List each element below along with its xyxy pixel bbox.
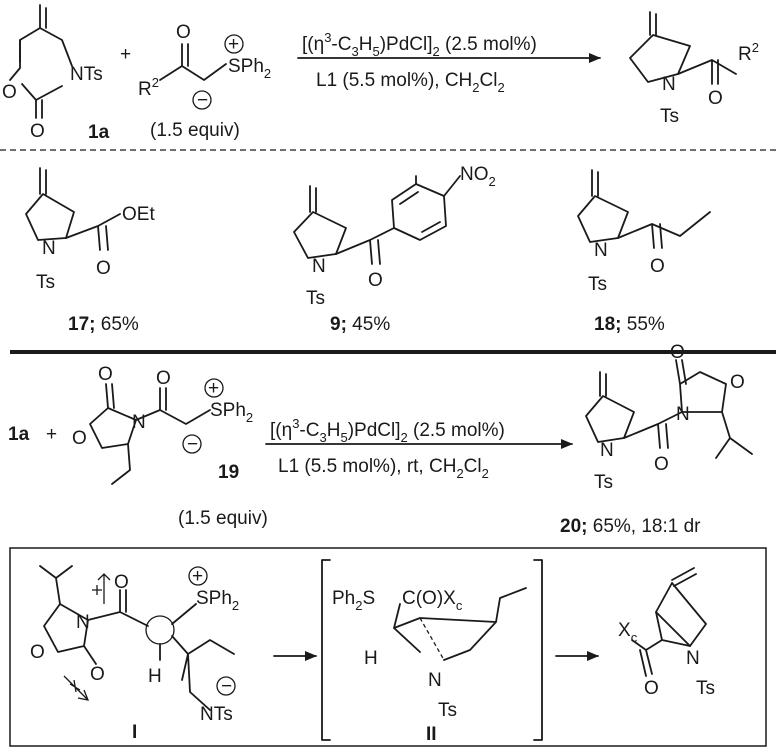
svg-text:O: O [98,364,113,385]
ylide-equiv: (1.5 equiv) [150,120,240,141]
svg-text:O: O [72,428,87,449]
svg-text:H: H [148,666,162,687]
svg-text:Ts: Ts [438,700,457,721]
svg-text:O: O [654,454,669,475]
svg-text:O: O [708,88,723,109]
plus-sign-2: + [46,424,57,445]
intermediate-II: Ph2S C(O)Xc H N Ts II [321,559,543,745]
svg-text:O: O [90,664,105,685]
atom-o-carbonyl: O [30,121,45,142]
svg-text:[(η3-C3H5)PdCl]2 (2.5 mol%): [(η3-C3H5)PdCl]2 (2.5 mol%) [270,416,505,445]
svg-text:N: N [76,612,90,633]
svg-text:H: H [364,648,378,669]
svg-text:Ts: Ts [696,678,715,699]
svg-text:−: − [197,90,208,111]
svg-text:Ph2S: Ph2S [332,588,375,613]
svg-text:O: O [176,22,191,43]
svg-text:N: N [594,240,608,261]
product-17: N Ts OEt O 17; 65% [25,167,155,335]
svg-text:O: O [30,642,45,663]
svg-text:O: O [670,342,685,363]
svg-text:17; 65%: 17; 65% [68,314,139,335]
svg-text:N: N [312,256,326,277]
svg-text:O: O [156,368,171,389]
svg-text:N: N [428,670,442,691]
svg-text:18; 55%: 18; 55% [594,314,665,335]
intermediate-label-I: I [132,722,137,743]
conditions-1: [(η3-C3H5)PdCl]2 (2.5 mol%) L1 (5.5 mol%… [297,30,601,95]
product-III: Xc O N Ts [618,567,715,699]
svg-text:R2: R2 [138,75,159,100]
svg-text:[(η3-C3H5)PdCl]2 (2.5 mol%): [(η3-C3H5)PdCl]2 (2.5 mol%) [302,30,537,59]
product-18: N Ts O 18; 55% [577,169,711,335]
svg-text:9; 45%: 9; 45% [330,314,390,335]
atom-o-ring: O [2,82,17,103]
sm-1a-label: 1a [8,424,30,445]
svg-text:−: − [187,434,198,455]
compound-label-1a: 1a [88,122,110,143]
intermediate-label-II: II [426,724,437,745]
svg-text:SPh2: SPh2 [228,56,271,81]
svg-text:−: − [221,676,232,697]
svg-text:O: O [368,270,383,291]
ylide19-equiv: (1.5 equiv) [178,508,268,529]
product-9: N Ts O NO2 9; 45% [293,164,496,335]
substrate-1a: O NTs O 1a [2,4,110,143]
svg-text:Xc: Xc [618,620,638,645]
svg-text:O: O [114,572,129,593]
svg-text:O: O [730,372,745,393]
product-20: N Ts O O N O 20; 65%, 18:1 dr [560,342,753,537]
svg-text:N: N [132,412,146,433]
svg-text:N: N [42,238,56,259]
conditions-2: [(η3-C3H5)PdCl]2 (2.5 mol%) L1 (5.5 mol%… [265,416,573,481]
sulfonium-ylide: O R2 SPh2 + − (1.5 equiv) [138,22,271,141]
svg-text:L1 (5.5 mol%), rt, CH2Cl2: L1 (5.5 mol%), rt, CH2Cl2 [278,456,489,481]
svg-text:+: + [228,34,239,55]
ylide-19: O O N O SPh2 + − 19 (1.5 equiv) [72,364,268,529]
svg-text:SPh2: SPh2 [210,400,253,425]
svg-text:O: O [96,258,111,279]
svg-text:O: O [650,256,665,277]
svg-text:N: N [600,440,614,461]
svg-text:Ts: Ts [594,472,613,493]
svg-text:Ts: Ts [660,106,679,127]
svg-text:O: O [644,678,659,699]
plus-sign: + [120,44,131,65]
svg-text:Ts: Ts [36,272,55,293]
svg-text:+: + [208,378,219,399]
svg-text:SPh2: SPh2 [196,588,239,613]
svg-text:N: N [676,404,690,425]
atom-nts: NTs [70,64,103,85]
product-general: N Ts O R2 [629,11,759,127]
svg-text:NO2: NO2 [460,164,496,189]
svg-text:NTs: NTs [200,704,233,725]
svg-text:+: + [192,566,203,587]
svg-text:N: N [662,74,676,95]
intermediate-I: N O O O H SPh2 + − NTs I [30,565,239,743]
svg-text:Ts: Ts [306,288,325,309]
svg-text:L1 (5.5 mol%), CH2Cl2: L1 (5.5 mol%), CH2Cl2 [316,70,505,95]
mechanism-box [9,547,767,747]
svg-text:OEt: OEt [122,204,155,225]
svg-text:C(O)Xc: C(O)Xc [402,588,463,613]
svg-text:N: N [686,648,700,669]
svg-text:20; 65%, 18:1 dr: 20; 65%, 18:1 dr [560,516,701,537]
svg-text:Ts: Ts [588,274,607,295]
svg-text:R2: R2 [738,40,759,65]
compound-label-19: 19 [218,462,239,483]
